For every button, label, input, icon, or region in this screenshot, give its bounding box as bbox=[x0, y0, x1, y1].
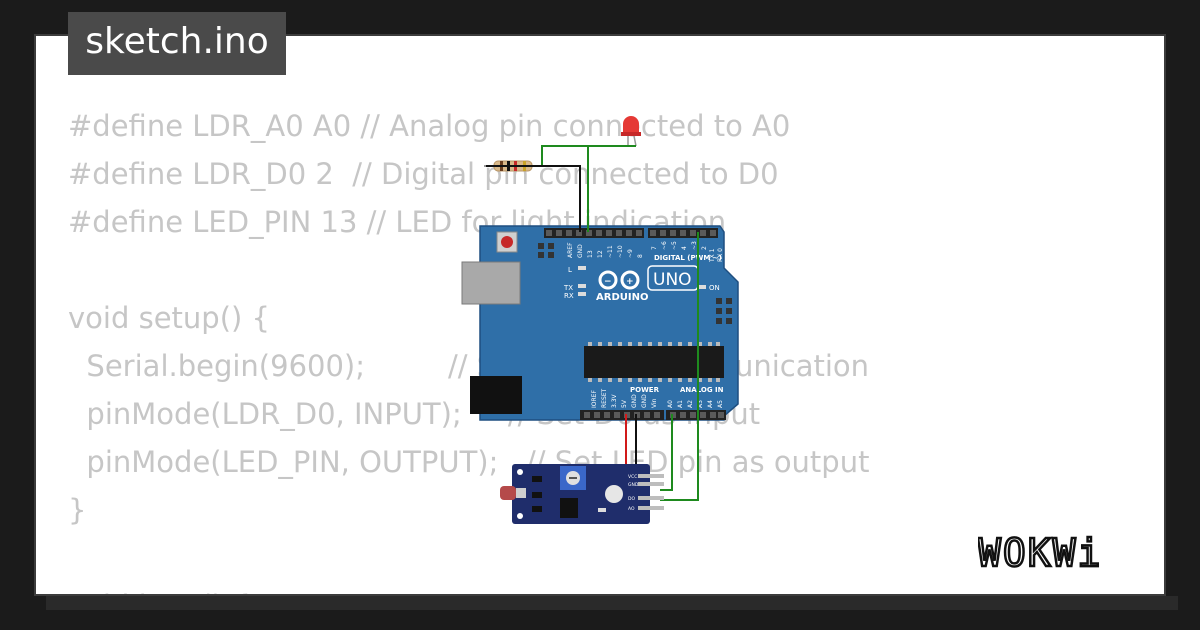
digital-header-left bbox=[544, 228, 644, 238]
code-line-11: void loop() { bbox=[68, 582, 869, 594]
ldr-sensor-module[interactable]: VCC GND DO AO bbox=[500, 464, 664, 524]
sensor-pin-label-do: DO bbox=[628, 496, 635, 502]
pin-label-a4: A4 bbox=[707, 400, 714, 408]
sensor-pin-label-gnd: GND bbox=[628, 482, 639, 488]
file-tab: sketch.ino bbox=[68, 12, 286, 75]
pin-label-4: 4 bbox=[681, 246, 688, 250]
pin-label-3: ~3 bbox=[691, 241, 698, 250]
rx-led-label: RX bbox=[564, 292, 574, 300]
sensor-pin-label-ao: AO bbox=[628, 506, 635, 512]
on-label: ON bbox=[709, 284, 720, 292]
pin-label-a2: A2 bbox=[687, 400, 694, 408]
pin-label-13: 13 bbox=[587, 250, 594, 258]
l-led-label: L bbox=[568, 266, 572, 274]
pin-label-reset: RESET bbox=[601, 388, 608, 408]
wire-a0-ao bbox=[660, 414, 673, 491]
pin-label-3v3: 3.3V bbox=[611, 393, 618, 408]
pin-label-10: ~10 bbox=[617, 245, 624, 258]
pin-label-rx0: RX 0 bbox=[717, 248, 724, 262]
pin-label-vin: Vin bbox=[651, 398, 658, 408]
wire-resistor-led bbox=[541, 145, 628, 166]
pin-label-8: 8 bbox=[637, 254, 644, 258]
wire-resistor-gnd bbox=[486, 165, 581, 232]
power-header bbox=[580, 410, 664, 420]
code-line-9: } bbox=[68, 493, 87, 527]
arduino-uno-board[interactable]: AREF GND 13 12 ~11 ~10 ~9 8 7 ~6 ~5 4 ~3… bbox=[461, 225, 739, 421]
power-led bbox=[698, 285, 706, 289]
usb-port bbox=[461, 261, 521, 305]
board-model: UNO bbox=[653, 270, 692, 290]
sensor-header-pins bbox=[638, 474, 664, 510]
power-jack bbox=[470, 376, 522, 414]
bottom-header-pins bbox=[584, 412, 724, 418]
l-led bbox=[578, 266, 586, 270]
pin-label-gnd-1: GND bbox=[631, 394, 638, 408]
rx-led bbox=[578, 292, 586, 296]
code-line-5: void setup() { bbox=[68, 301, 270, 335]
svg-text:+: + bbox=[626, 277, 634, 287]
code-line-7: pinMode(LDR_D0, INPUT); // Set D0 as inp… bbox=[68, 397, 761, 431]
pin-label-2: 2 bbox=[701, 246, 708, 250]
red-led[interactable] bbox=[621, 116, 641, 147]
pin-label-gnd: GND bbox=[577, 244, 584, 258]
pin-label-5: ~5 bbox=[671, 241, 678, 250]
pin-label-a1: A1 bbox=[677, 400, 684, 408]
digital-header-label: DIGITAL (PWM ~) bbox=[654, 254, 722, 262]
pin-label-12: 12 bbox=[597, 250, 604, 258]
pin-label-9: ~9 bbox=[627, 249, 634, 258]
reset-button[interactable] bbox=[501, 236, 513, 248]
chip-pins bbox=[588, 342, 720, 382]
pin-label-a5: A5 bbox=[717, 400, 724, 408]
pin-label-tx1: TX 1 bbox=[709, 248, 716, 263]
comparator-chip bbox=[560, 498, 578, 518]
code-line-2: #define LDR_D0 2 // Digital pin connecte… bbox=[68, 157, 779, 191]
arduino-brand: ARDUINO bbox=[596, 292, 648, 303]
card-shadow bbox=[46, 596, 1178, 610]
sensor-pin-label-vcc: VCC bbox=[628, 474, 637, 480]
top-header-pins bbox=[546, 230, 716, 236]
file-tab-title: sketch.ino bbox=[85, 21, 269, 62]
pin-label-6: ~6 bbox=[661, 241, 668, 250]
tx-led bbox=[578, 284, 586, 288]
pin-label-ioref: IOREF bbox=[591, 390, 598, 408]
wires bbox=[486, 145, 699, 501]
icsp-header-top bbox=[538, 243, 554, 258]
photoresistor bbox=[500, 486, 516, 500]
tx-led-label: TX bbox=[563, 284, 573, 292]
pin-label-a0: A0 bbox=[667, 400, 674, 408]
arduino-infinity-logo bbox=[598, 270, 640, 290]
wokwi-logo-text: WOKWi bbox=[978, 531, 1102, 575]
pin-label-11: ~11 bbox=[607, 245, 614, 258]
power-header-label: POWER bbox=[630, 386, 660, 394]
wire-d2-do bbox=[660, 232, 699, 501]
wokwi-logo: WOKWi bbox=[978, 530, 1102, 576]
svg-text:−: − bbox=[604, 277, 612, 287]
pin-label-aref: AREF bbox=[567, 242, 574, 258]
pin-label-a3: A3 bbox=[697, 400, 704, 408]
pin-label-gnd-2: GND bbox=[641, 394, 648, 408]
atmega-chip bbox=[584, 346, 724, 378]
analog-header-label: ANALOG IN bbox=[680, 386, 724, 394]
indicator-led bbox=[605, 485, 623, 503]
icsp-header-right bbox=[716, 298, 732, 324]
pin-label-7: 7 bbox=[651, 246, 658, 250]
wire-led-pin13 bbox=[587, 145, 636, 232]
pin-label-5v: 5V bbox=[621, 399, 628, 408]
code-line-8: pinMode(LED_PIN, OUTPUT); // Set LED pin… bbox=[68, 445, 870, 479]
